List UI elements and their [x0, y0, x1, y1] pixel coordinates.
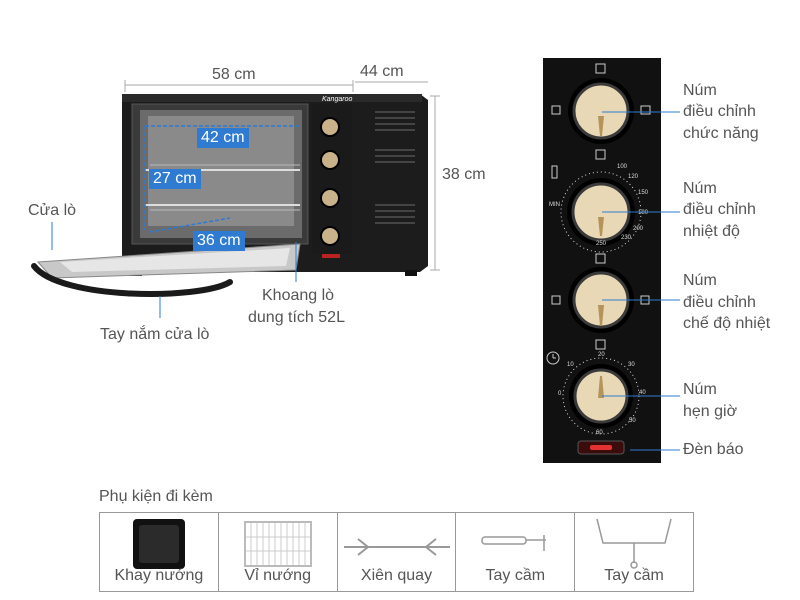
dimension-width: 58 cm [212, 66, 256, 83]
timer-10: 10 [567, 362, 574, 368]
rotisserie-spit-icon [343, 538, 450, 556]
timer-40: 40 [639, 390, 646, 396]
dimension-depth: 44 cm [360, 63, 404, 80]
oven-brand: Kangaroo [322, 96, 353, 103]
knob2-label-line3: nhiệt độ [683, 223, 740, 240]
accessory-name: Xiên quay [360, 567, 433, 584]
cavity-label-line2: dung tích 52L [248, 309, 345, 326]
timer-50: 50 [629, 418, 636, 424]
temp-120: 120 [628, 174, 639, 180]
rotisserie-handle-icon [596, 518, 672, 569]
accessory-wire-rack: Vỉ nướng [219, 513, 338, 591]
knob3-label-line1: Núm [683, 272, 717, 289]
timer-60: 60 [596, 430, 603, 436]
temp-230: 230 [621, 235, 632, 241]
heat-mode-knob-icon [551, 267, 650, 350]
temp-min: MIN [549, 202, 560, 208]
knob4-label-line1: Núm [683, 381, 717, 398]
handle-label: Tay nắm cửa lò [100, 326, 210, 343]
panel-leader-lines [602, 111, 680, 451]
cavity-label-line1: Khoang lò [262, 287, 335, 304]
accessory-handle-2: Tay cầm [575, 513, 693, 591]
dimension-height: 38 cm [442, 166, 486, 183]
indicator-light-label: Đèn báo [683, 441, 744, 458]
temp-200: 200 [633, 226, 644, 232]
temp-180: 180 [638, 210, 649, 216]
function-knob-icon [551, 63, 651, 160]
tray-handle-icon [481, 535, 547, 551]
knob1-label-line2: điều chỉnh [683, 103, 756, 120]
accessory-name: Tay cầm [604, 567, 664, 584]
knob4-label-line2: hẹn giờ [683, 403, 738, 420]
accessory-name: Vỉ nướng [244, 567, 311, 584]
knob3-label-line2: điều chỉnh [683, 294, 756, 311]
knob1-label-line3: chức năng [683, 125, 759, 142]
inner-depth-label: 36 cm [193, 231, 245, 251]
knob1-label-line1: Núm [683, 82, 717, 99]
temp-150: 150 [638, 190, 649, 196]
temp-100: 100 [617, 164, 628, 170]
timer-30: 30 [628, 362, 635, 368]
inner-width-label: 42 cm [197, 128, 249, 148]
timer-0: 0 [558, 391, 562, 397]
inner-height-label: 27 cm [149, 169, 201, 189]
knob2-label-line1: Núm [683, 180, 717, 197]
knob2-label-line2: điều chỉnh [683, 201, 756, 218]
accessory-baking-tray: Khay nướng [100, 513, 219, 591]
timer-20: 20 [598, 352, 605, 358]
accessories-title: Phụ kiện đi kèm [99, 488, 213, 505]
knob3-label-line3: chế độ nhiệt [683, 315, 771, 332]
accessory-name: Khay nướng [114, 567, 204, 584]
door-label: Cửa lò [28, 202, 77, 219]
temp-250: 250 [596, 241, 607, 247]
wire-rack-icon [243, 521, 312, 567]
accessory-name: Tay cầm [485, 567, 546, 584]
temperature-knob-icon [551, 165, 642, 264]
accessory-handle-1: Tay cầm [456, 513, 576, 591]
baking-tray-icon [133, 519, 185, 569]
accessories-table: Khay nướng Vỉ nướng Xiên quay [99, 512, 694, 592]
accessory-rotisserie-spit: Xiên quay [338, 513, 457, 591]
